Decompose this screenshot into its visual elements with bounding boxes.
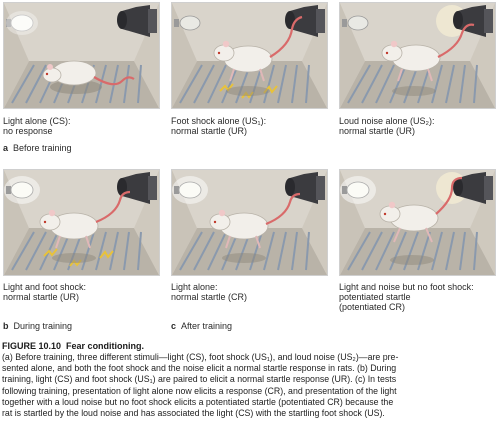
caption-line: Loud noise alone (US₂): bbox=[339, 116, 435, 126]
speaker-icon bbox=[285, 5, 325, 37]
shock-icon bbox=[43, 248, 114, 267]
caption-line: normal startle (UR) bbox=[3, 292, 80, 302]
rat-chamber-illustration bbox=[340, 3, 495, 108]
caption-line: normal startle (UR) bbox=[339, 126, 416, 136]
section-text: Before training bbox=[13, 143, 72, 153]
rat-icon bbox=[209, 192, 301, 263]
shock-icon bbox=[219, 83, 278, 99]
panel-light-and-noise bbox=[339, 169, 496, 276]
rat-icon bbox=[213, 15, 303, 96]
caption-text-line: training, light (CS) and foot shock (US₁… bbox=[2, 374, 397, 385]
section-text: After training bbox=[181, 321, 233, 331]
panel-light-and-foot-shock bbox=[3, 169, 160, 276]
panel-caption: Foot shock alone (US₁): normal startle (… bbox=[171, 116, 329, 136]
light-bulb-icon bbox=[174, 15, 201, 31]
panel-foot-shock-alone bbox=[171, 2, 328, 109]
rat-icon bbox=[39, 190, 131, 263]
panel-caption: Light alone (CS): no response bbox=[3, 116, 161, 136]
caption-text-line: (a) Before training, three different sti… bbox=[2, 352, 399, 362]
speaker-icon bbox=[117, 172, 157, 204]
caption-text-line: sented alone, and both the foot shock an… bbox=[2, 363, 397, 374]
rat-chamber-illustration bbox=[172, 3, 327, 108]
rat-chamber-illustration bbox=[172, 170, 327, 275]
caption-text-line: following training, presentation of ligh… bbox=[2, 385, 397, 396]
section-letter: b bbox=[3, 321, 9, 331]
panel-loud-noise-alone bbox=[339, 2, 496, 109]
caption-text-line: together with a loud noise but no foot s… bbox=[2, 396, 394, 407]
caption-line: potentiated startle bbox=[339, 292, 411, 302]
section-letter: a bbox=[3, 143, 9, 153]
caption-line: Light and noise but no foot shock: bbox=[339, 282, 474, 292]
figure-heading: Fear conditioning. bbox=[66, 341, 145, 351]
section-letter: c bbox=[171, 321, 177, 331]
caption-line: Foot shock alone (US₁): bbox=[171, 116, 267, 126]
panel-light-alone bbox=[3, 2, 160, 109]
rat-chamber-illustration bbox=[340, 170, 495, 275]
section-label-a: a Before training bbox=[3, 143, 72, 153]
figure-number: FIGURE 10.10 bbox=[2, 341, 62, 351]
rat-chamber-illustration bbox=[4, 3, 159, 108]
panel-caption: Light and noise but no foot shock: poten… bbox=[339, 282, 497, 312]
caption-line: Light alone: bbox=[171, 282, 218, 292]
caption-line: no response bbox=[3, 126, 53, 136]
rat-icon bbox=[381, 23, 475, 96]
light-bulb-icon bbox=[342, 15, 369, 31]
rat-icon bbox=[42, 60, 135, 94]
caption-line: Light alone (CS): bbox=[3, 116, 71, 126]
figure-title: FIGURE 10.10 Fear conditioning. bbox=[2, 341, 144, 351]
panel-caption: Light and foot shock: normal startle (UR… bbox=[3, 282, 161, 302]
caption-line: Light and foot shock: bbox=[3, 282, 87, 292]
panel-light-alone-after bbox=[171, 169, 328, 276]
speaker-icon bbox=[117, 5, 157, 37]
caption-line: (potentiated CR) bbox=[339, 302, 406, 312]
light-bulb-icon bbox=[4, 176, 40, 204]
light-bulb-icon bbox=[172, 176, 208, 204]
caption-text-line: rat is startled by the loud noise and ha… bbox=[2, 408, 385, 419]
caption-line: normal startle (UR) bbox=[171, 126, 248, 136]
figure-caption: (a) Before training, three different sti… bbox=[2, 352, 496, 419]
rat-icon bbox=[379, 176, 463, 265]
section-label-b: b During training bbox=[3, 321, 72, 331]
light-bulb-icon bbox=[6, 11, 38, 35]
section-text: During training bbox=[13, 321, 73, 331]
rat-chamber-illustration bbox=[4, 170, 159, 275]
section-label-c: c After training bbox=[171, 321, 232, 331]
panel-caption: Light alone: normal startle (CR) bbox=[171, 282, 329, 302]
light-bulb-icon bbox=[340, 176, 376, 204]
panel-caption: Loud noise alone (US₂): normal startle (… bbox=[339, 116, 497, 136]
speaker-icon bbox=[285, 172, 325, 204]
caption-line: normal startle (CR) bbox=[171, 292, 248, 302]
